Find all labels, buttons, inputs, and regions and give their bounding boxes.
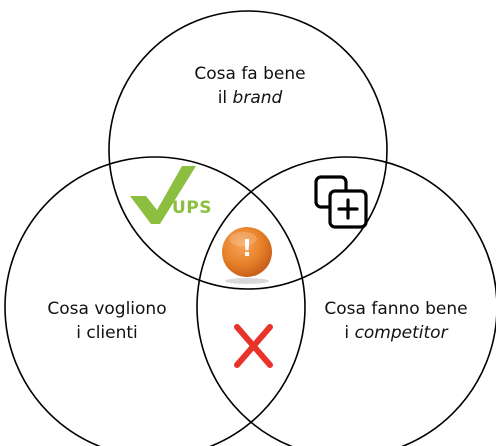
label-competitors: Cosa fanno bene i competitor — [305, 297, 487, 345]
checkmark-icon — [130, 166, 196, 224]
add-copy-icon — [314, 175, 368, 229]
exclamation-icon — [222, 227, 272, 284]
label-brand-line2: il brand — [217, 88, 283, 108]
label-clients-line2: i clienti — [76, 323, 138, 343]
circle-clients — [4, 156, 306, 446]
x-icon — [234, 324, 273, 368]
label-brand: Cosa fa bene il brand — [170, 62, 330, 110]
label-clients: Cosa vogliono i clienti — [22, 297, 192, 345]
circle-brand — [108, 10, 388, 290]
label-clients-line1: Cosa vogliono — [47, 299, 167, 319]
label-competitors-line1: Cosa fanno bene — [324, 299, 468, 319]
ups-label: UPS — [172, 198, 213, 218]
exclamation-mark: ! — [241, 236, 253, 262]
label-competitors-line2: i competitor — [344, 323, 448, 343]
label-brand-line1: Cosa fa bene — [194, 64, 306, 84]
circle-competitors — [196, 156, 496, 446]
